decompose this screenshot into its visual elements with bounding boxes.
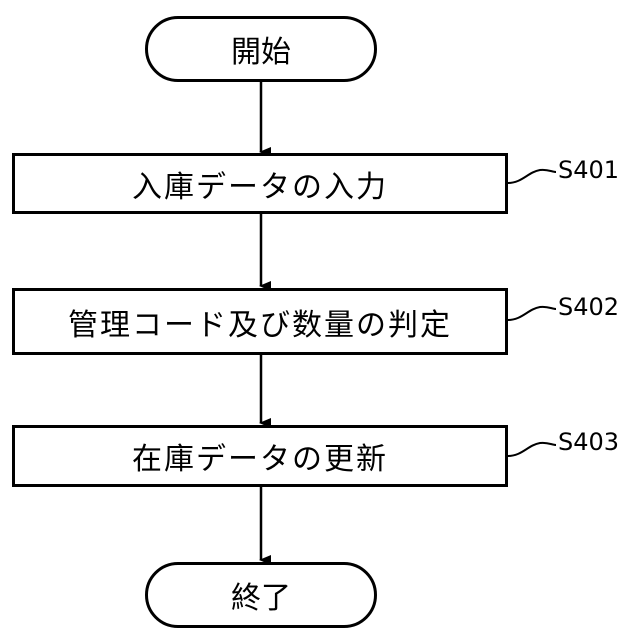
process-box-s402: 管理コード及び数量の判定 bbox=[12, 288, 508, 355]
start-terminal: 開始 bbox=[145, 16, 377, 82]
process-box-s401: 入庫データの入力 bbox=[12, 153, 508, 214]
step-id-s402: S402 bbox=[558, 293, 619, 321]
start-label: 開始 bbox=[231, 27, 291, 71]
process-label-s403: 在庫データの更新 bbox=[132, 434, 388, 478]
end-label: 終了 bbox=[231, 573, 291, 617]
leader-s402 bbox=[508, 307, 556, 320]
end-terminal: 終了 bbox=[145, 562, 377, 628]
leader-s403 bbox=[508, 443, 556, 456]
process-label-s402: 管理コード及び数量の判定 bbox=[68, 300, 452, 344]
process-label-s401: 入庫データの入力 bbox=[132, 162, 388, 206]
step-id-s403: S403 bbox=[558, 428, 619, 456]
leader-s401 bbox=[508, 170, 556, 183]
step-id-s401: S401 bbox=[558, 156, 619, 184]
process-box-s403: 在庫データの更新 bbox=[12, 425, 508, 487]
